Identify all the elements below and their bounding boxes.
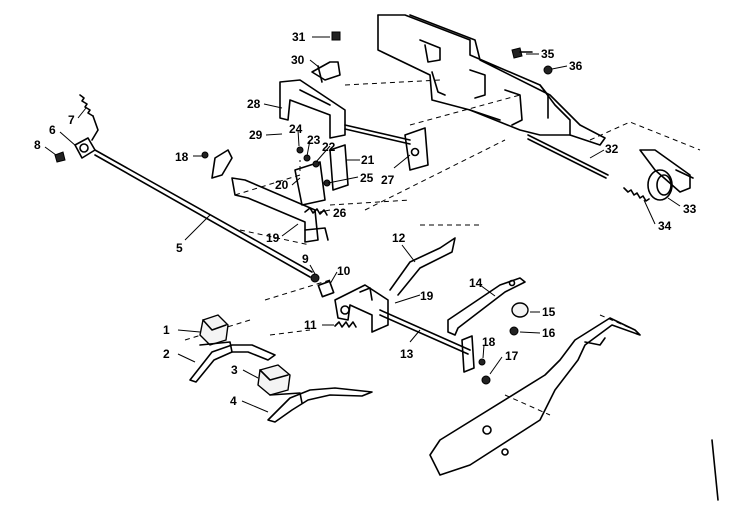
spring-34: [623, 187, 650, 202]
callout-1: 1: [163, 323, 170, 337]
callout-20: 20: [275, 178, 289, 192]
callout-8: 8: [34, 138, 41, 152]
callout-19-upper: 19: [266, 231, 280, 245]
alignment-lines: [184, 79, 701, 416]
screw-8: [54, 151, 66, 163]
bracket-20: [294, 161, 326, 206]
nut-16: [509, 326, 519, 336]
spring-11: [334, 321, 357, 328]
screw-18-lower: [478, 358, 486, 366]
callout-24: 24: [289, 122, 303, 136]
pedal-2: [189, 341, 276, 383]
callout-21: 21: [361, 153, 375, 167]
callout-23: 23: [307, 133, 321, 147]
clip-18-upper: [201, 149, 233, 179]
callout-25: 25: [360, 171, 374, 185]
callout-12: 12: [392, 231, 406, 245]
callout-19-lower: 19: [420, 289, 434, 303]
callout-4: 4: [230, 394, 237, 408]
screw-35: [511, 47, 533, 59]
callout-30: 30: [291, 53, 305, 67]
small-parts-22-25: [296, 146, 331, 187]
bumper-1: [199, 314, 229, 346]
callout-32: 32: [605, 142, 619, 156]
callout-18-lower: 18: [482, 335, 496, 349]
nut-17: [481, 375, 491, 385]
spring-7: [79, 94, 99, 141]
cap-15: [511, 302, 529, 318]
callout-3: 3: [231, 363, 238, 377]
lower-frame: [429, 317, 719, 501]
lever-12: [389, 237, 456, 296]
bushing-10: [317, 280, 335, 298]
callout-35: 35: [541, 47, 555, 61]
callout-22: 22: [322, 140, 336, 154]
callout-17: 17: [505, 349, 519, 363]
nut-9: [310, 273, 320, 283]
callout-10: 10: [337, 264, 351, 278]
shaft-27: [344, 124, 429, 171]
callouts: 1 2 3 4 5 6 7 8 9 10 11 12 13 14 15 16 1…: [34, 30, 697, 408]
screw-31: [331, 31, 341, 41]
frame-assembly: [377, 14, 606, 146]
callout-18-upper: 18: [175, 150, 189, 164]
callout-34: 34: [658, 219, 672, 233]
callout-9: 9: [302, 252, 309, 266]
shaft-5: [94, 149, 313, 278]
callout-11: 11: [304, 318, 317, 332]
bracket-19-upper: [231, 177, 329, 243]
lever-14: [447, 277, 526, 336]
callout-6: 6: [49, 123, 56, 137]
callout-31: 31: [292, 30, 306, 44]
callout-33: 33: [683, 202, 697, 216]
callout-2: 2: [163, 347, 170, 361]
bracket-6: [74, 137, 96, 159]
callout-28: 28: [247, 97, 261, 111]
callout-13: 13: [400, 347, 414, 361]
callout-16: 16: [542, 326, 556, 340]
bracket-19-lower: [334, 284, 389, 333]
callout-36: 36: [569, 59, 583, 73]
leader-lines: [44, 36, 681, 413]
shaft-13: [379, 309, 475, 373]
callout-15: 15: [542, 305, 556, 319]
bracket-21: [329, 144, 349, 191]
callout-14: 14: [469, 276, 483, 290]
bracket-30: [311, 61, 341, 83]
callout-29: 29: [249, 128, 263, 142]
callout-26: 26: [333, 206, 347, 220]
bracket-33: [639, 149, 694, 201]
callout-27: 27: [381, 173, 395, 187]
rod-32: [527, 134, 609, 179]
bracket-28: [279, 79, 346, 139]
callout-5: 5: [176, 241, 183, 255]
pedal-4: [267, 387, 373, 423]
bumper-3: [257, 364, 291, 396]
callout-7: 7: [68, 113, 75, 127]
nut-36: [543, 65, 553, 75]
